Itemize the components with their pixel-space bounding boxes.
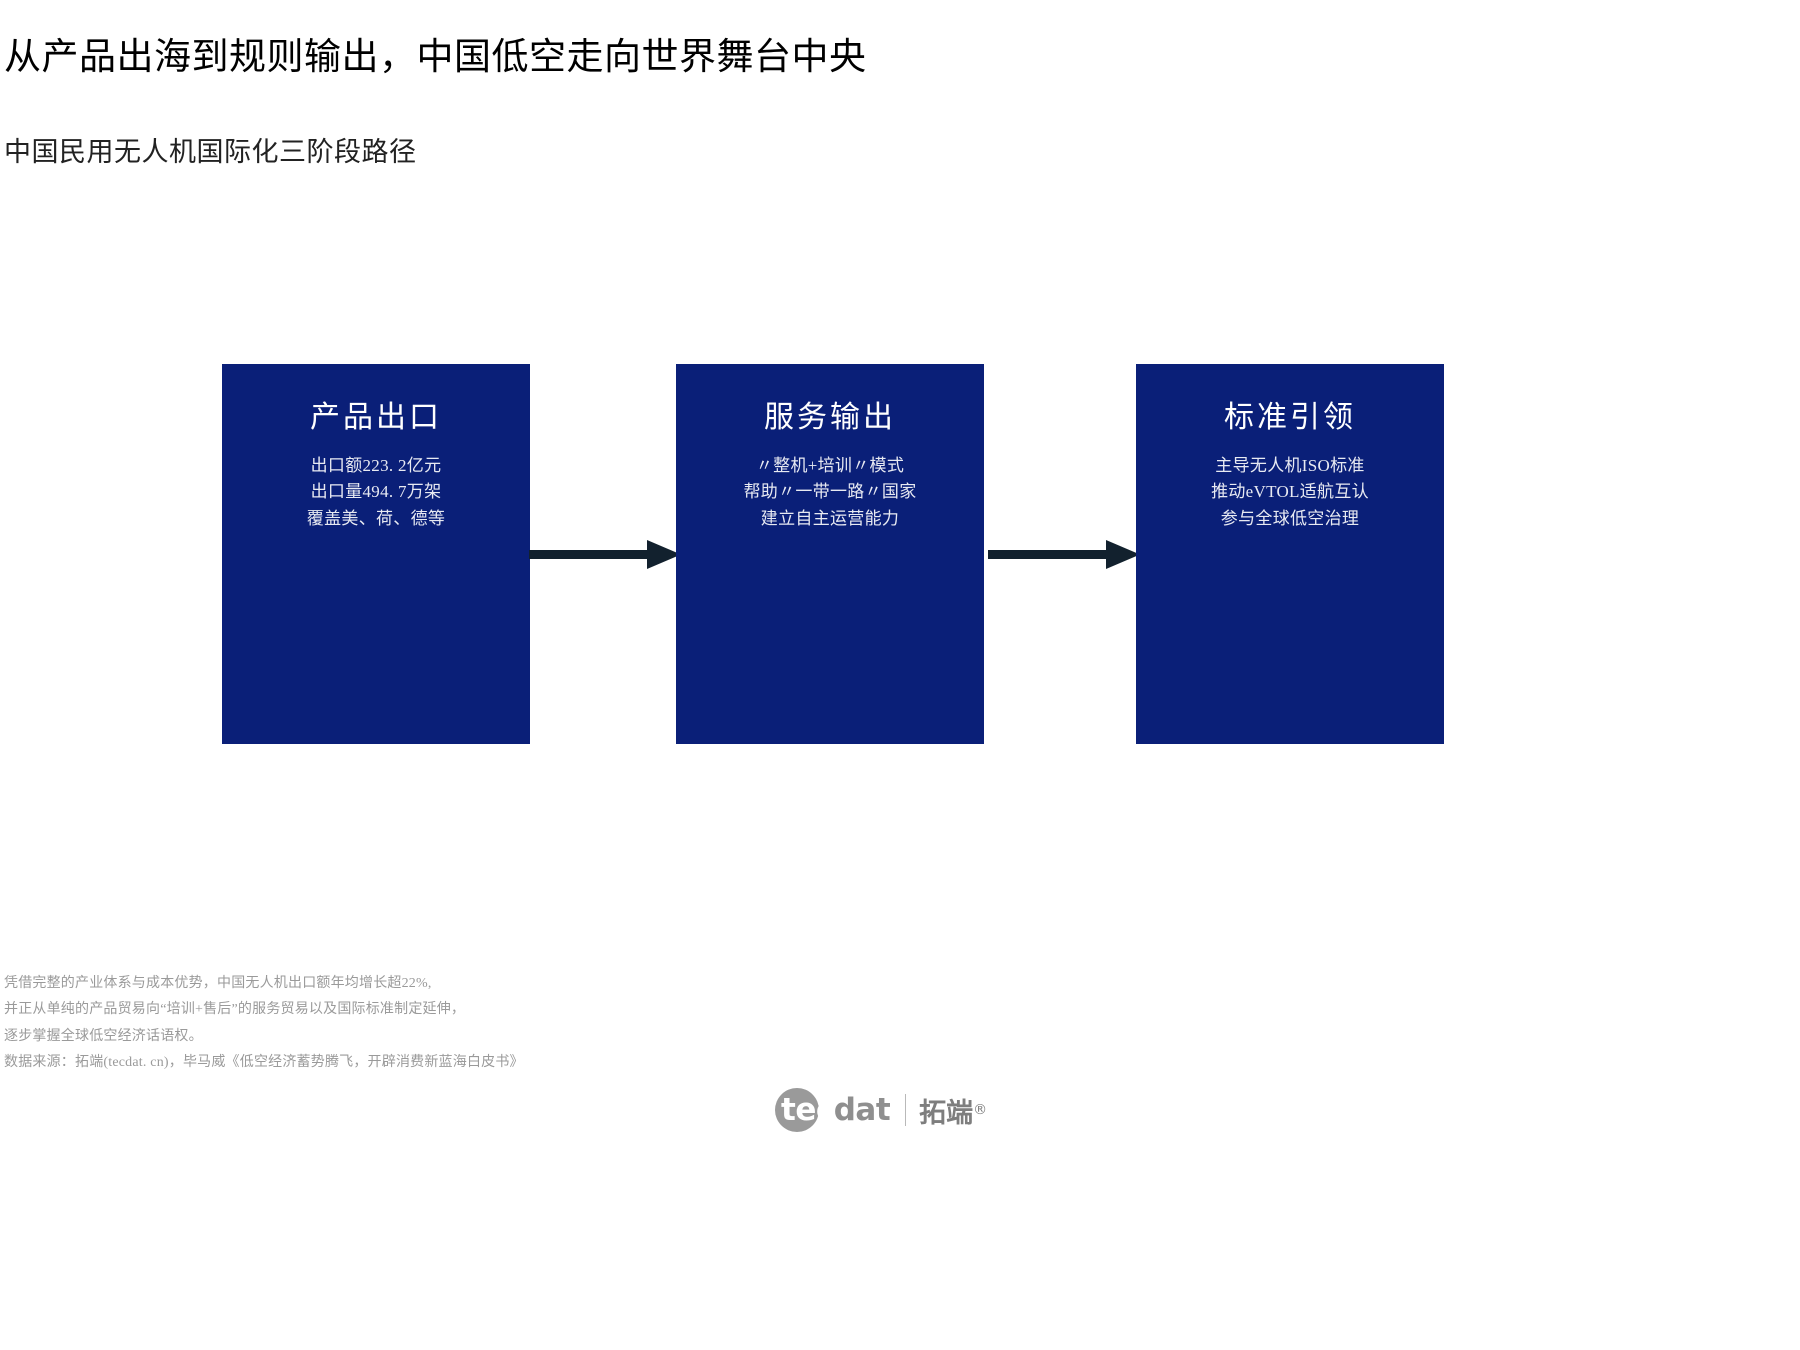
arrow-2-shaft xyxy=(988,550,1112,559)
stage-3-line-2: 推动eVTOL适航互认 xyxy=(1211,482,1369,502)
page-subtitle: 中国民用无人机国际化三阶段路径 xyxy=(4,137,417,167)
stage-box-1[interactable]: 产品出口 出口额223. 2亿元 出口量494. 7万架 覆盖美、荷、德等 xyxy=(222,364,530,744)
logo-circle-icon xyxy=(775,1088,819,1132)
stage-2-title: 服务输出 xyxy=(764,401,896,434)
stage-3-title: 标准引领 xyxy=(1224,401,1356,434)
brand-logo: tec dat 拓端 ® xyxy=(775,1085,1021,1135)
stage-1-lines: 出口额223. 2亿元 出口量494. 7万架 覆盖美、荷、德等 xyxy=(222,453,530,532)
footnote-source-line: 数据来源：拓端(tecdat. cn)，毕马威《低空经济蓄势腾飞，开辟消费新蓝海… xyxy=(4,1054,524,1070)
arrow-2-head xyxy=(1106,540,1140,569)
stage-1-line-2: 出口量494. 7万架 xyxy=(310,482,442,502)
logo-divider xyxy=(905,1094,907,1126)
page-title: 从产品出海到规则输出，中国低空走向世界舞台中央 xyxy=(4,36,867,77)
stage-box-2[interactable]: 服务输出 〃整机+培训〃模式 帮助〃一带一路〃国家 建立自主运营能力 xyxy=(676,364,984,744)
connector-arrow-1 xyxy=(529,538,681,572)
stage-2-content: 服务输出 〃整机+培训〃模式 帮助〃一带一路〃国家 建立自主运营能力 xyxy=(676,398,984,532)
stage-3-line-1: 主导无人机ISO标准 xyxy=(1215,456,1365,475)
stage-2-line-1: 〃整机+培训〃模式 xyxy=(755,456,905,475)
stage-1-line-1: 出口额223. 2亿元 xyxy=(310,456,442,475)
arrow-1-shaft xyxy=(529,550,653,559)
stage-3-content: 标准引领 主导无人机ISO标准 推动eVTOL适航互认 参与全球低空治理 xyxy=(1136,398,1444,532)
stage-2-line-3: 建立自主运营能力 xyxy=(760,508,900,528)
connector-arrow-2 xyxy=(988,538,1140,572)
stage-1-line-3: 覆盖美、荷、德等 xyxy=(306,508,446,528)
footnote-line-3: 逐步掌握全球低空经济话语权。 xyxy=(4,1028,203,1044)
stage-1-title: 产品出口 xyxy=(310,401,442,434)
logo-text-cn: 拓端 xyxy=(919,1097,974,1129)
footnote-line-1: 凭借完整的产业体系与成本优势，中国无人机出口额年均增长超22%, xyxy=(4,976,432,991)
stage-3-line-3: 参与全球低空治理 xyxy=(1220,508,1360,528)
stage-1-content: 产品出口 出口额223. 2亿元 出口量494. 7万架 覆盖美、荷、德等 xyxy=(222,398,530,532)
stage-3-lines: 主导无人机ISO标准 推动eVTOL适航互认 参与全球低空治理 xyxy=(1136,453,1444,532)
logo-registered-mark: ® xyxy=(973,1102,988,1118)
logo-mark: tec dat xyxy=(775,1088,891,1132)
logo-text-tec: tec xyxy=(781,1092,834,1128)
stage-2-line-2: 帮助〃一带一路〃国家 xyxy=(743,482,917,502)
logo-text-dat: dat xyxy=(833,1092,891,1128)
stage-box-3[interactable]: 标准引领 主导无人机ISO标准 推动eVTOL适航互认 参与全球低空治理 xyxy=(1136,364,1444,744)
footnote-block: 凭借完整的产业体系与成本优势，中国无人机出口额年均增长超22%, 并正从单纯的产… xyxy=(4,971,524,1076)
stage-2-lines: 〃整机+培训〃模式 帮助〃一带一路〃国家 建立自主运营能力 xyxy=(676,453,984,532)
arrow-1-head xyxy=(647,540,681,569)
footnote-line-2: 并正从单纯的产品贸易向“培训+售后”的服务贸易以及国际标准制定延伸， xyxy=(4,1002,466,1018)
